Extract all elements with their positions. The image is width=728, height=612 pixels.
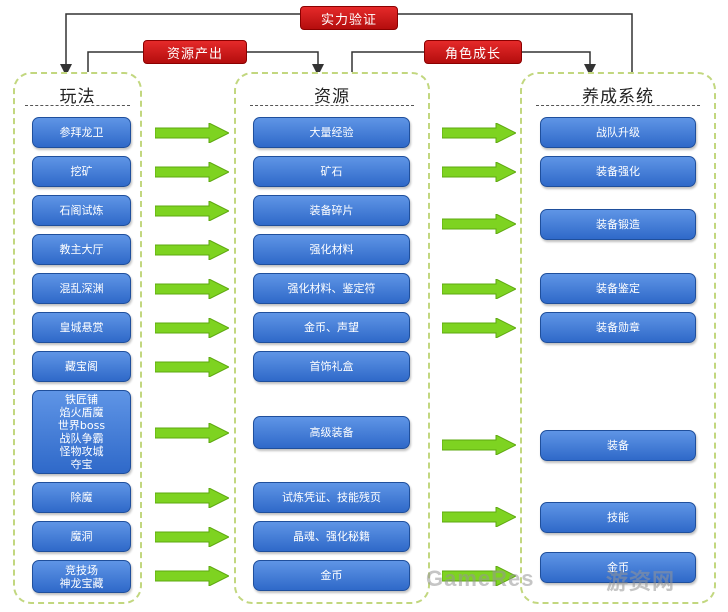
progression-title-rule xyxy=(536,105,700,106)
arrow-gameplay-to-resource xyxy=(155,240,229,260)
resources-column-title: 资源 xyxy=(314,87,350,107)
gameplay-item-dragon-guard: 参拜龙卫 xyxy=(32,117,131,148)
resource-item-enhance-materials: 强化材料 xyxy=(253,234,410,265)
arrow-gameplay-to-resource xyxy=(155,566,229,586)
watermark-youzi: 游资网 xyxy=(606,570,676,595)
resource-item-ore: 矿石 xyxy=(253,156,410,187)
resource-item-equipment-fragments: 装备碎片 xyxy=(253,195,410,226)
resource-item-materials-appraisal: 强化材料、鉴定符 xyxy=(253,273,410,304)
arrow-resource-to-system xyxy=(442,279,516,299)
arrow-gameplay-to-resource xyxy=(155,423,229,443)
arrow-resource-to-system xyxy=(442,162,516,182)
resources-title-rule xyxy=(250,105,414,106)
gameplay-column-title: 玩法 xyxy=(59,87,96,107)
progression-column-title: 养成系统 xyxy=(582,87,654,107)
arrow-gameplay-to-resource xyxy=(155,279,229,299)
gameplay-item-treasure-pavilion: 藏宝阁 xyxy=(32,351,131,382)
gameplay-title-rule xyxy=(25,105,130,106)
arrow-resource-to-system xyxy=(442,566,516,586)
arrow-resource-to-system xyxy=(442,507,516,527)
gameplay-item-stone-pavilion: 石阁试炼 xyxy=(32,195,131,226)
watermark-gameres: GameRes xyxy=(426,566,535,591)
system-item-gold: 金币 xyxy=(540,552,696,583)
arrow-resource-to-system xyxy=(442,318,516,338)
system-item-equipment-medal: 装备勋章 xyxy=(540,312,696,343)
resource-item-gold: 金币 xyxy=(253,560,410,591)
strength-validation-tag: 实力验证 xyxy=(300,6,398,30)
system-item-equipment-forge: 装备锻造 xyxy=(540,209,696,240)
resource-output-tag: 资源产出 xyxy=(143,40,247,64)
arrow-gameplay-to-resource xyxy=(155,123,229,143)
arrow-resource-to-system xyxy=(442,214,516,234)
arrow-gameplay-to-resource xyxy=(155,488,229,508)
arrow-gameplay-to-resource xyxy=(155,527,229,547)
arrow-resource-to-system xyxy=(442,123,516,143)
resource-item-jewelry-box: 首饰礼盒 xyxy=(253,351,410,382)
resource-item-trial-vouchers: 试炼凭证、技能残页 xyxy=(253,482,410,513)
system-item-team-upgrade: 战队升级 xyxy=(540,117,696,148)
gameplay-item-events-group: 铁匠铺 焰火盾魔 世界boss 战队争霸 怪物攻城 夺宝 xyxy=(32,390,131,474)
role-growth-tag: 角色成长 xyxy=(424,40,522,64)
system-item-equipment-enhance: 装备强化 xyxy=(540,156,696,187)
arrow-gameplay-to-resource xyxy=(155,201,229,221)
resource-item-crystal-soul: 晶魂、强化秘籍 xyxy=(253,521,410,552)
system-item-skills: 技能 xyxy=(540,502,696,533)
gameplay-item-demon-slaying: 除魔 xyxy=(32,482,131,513)
arrow-gameplay-to-resource xyxy=(155,162,229,182)
gameplay-item-demon-cave: 魔洞 xyxy=(32,521,131,552)
resource-item-advanced-equipment: 高级装备 xyxy=(253,416,410,449)
gameplay-item-chaos-abyss: 混乱深渊 xyxy=(32,273,131,304)
resource-item-gold-prestige: 金币、声望 xyxy=(253,312,410,343)
gameplay-item-mining: 挖矿 xyxy=(32,156,131,187)
arrow-resource-to-system xyxy=(442,435,516,455)
gameplay-item-master-hall: 教主大厅 xyxy=(32,234,131,265)
gameplay-item-imperial-bounty: 皇城悬赏 xyxy=(32,312,131,343)
gameplay-item-arena: 竞技场 神龙宝藏 xyxy=(32,560,131,593)
system-item-equipment: 装备 xyxy=(540,430,696,461)
arrow-gameplay-to-resource xyxy=(155,357,229,377)
system-item-equipment-appraisal: 装备鉴定 xyxy=(540,273,696,304)
arrow-gameplay-to-resource xyxy=(155,318,229,338)
resource-item-experience: 大量经验 xyxy=(253,117,410,148)
